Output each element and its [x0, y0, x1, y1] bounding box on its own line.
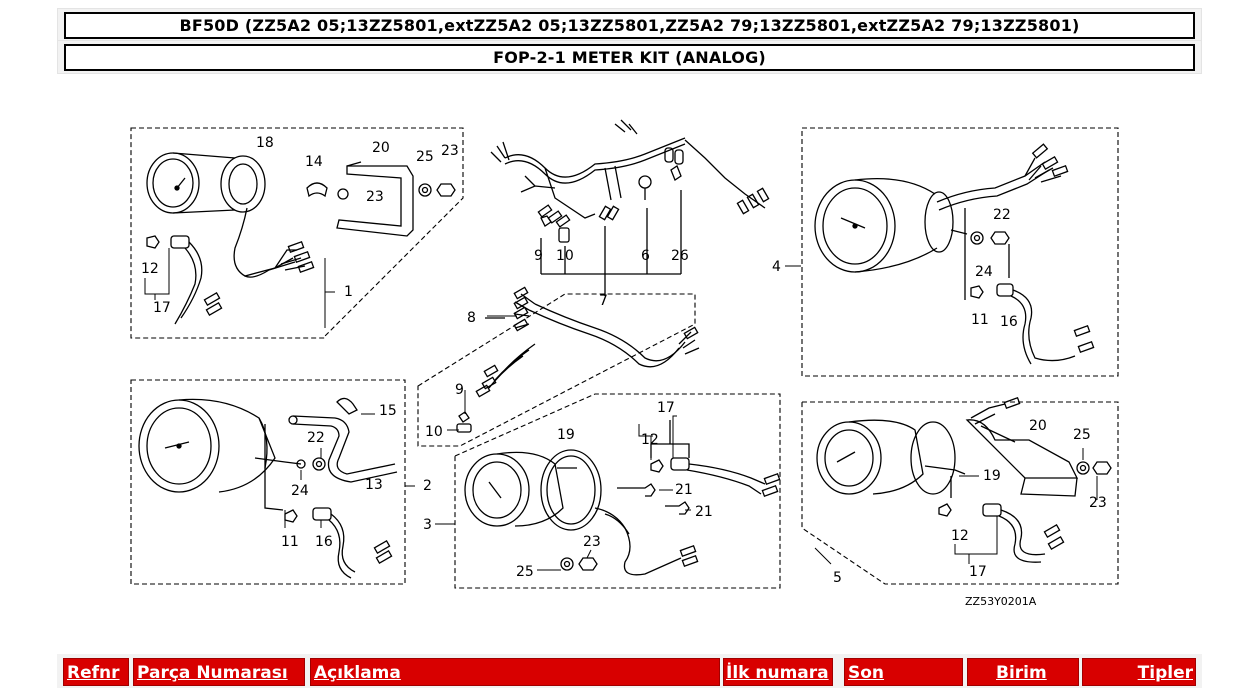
column-last-link[interactable]: Son: [848, 663, 885, 683]
callout: 15: [379, 403, 397, 419]
callout: 10: [425, 424, 443, 440]
callout: 26: [671, 248, 689, 264]
callout: 21: [695, 504, 713, 520]
model-title-bar: BF50D (ZZ5A2 05;13ZZ5801,extZZ5A2 05;13Z…: [57, 8, 1202, 42]
callout: 7: [599, 293, 608, 309]
callout: 17: [657, 400, 675, 416]
parts-diagram: 18 20 25 23 14 23 12 17 1 9 10 6 26 7 8 …: [130, 119, 1119, 608]
callout: 11: [971, 312, 989, 328]
callout: 12: [641, 432, 659, 448]
column-part-number-link[interactable]: Parça Numarası: [137, 663, 288, 683]
wire-harness-8: [456, 286, 700, 433]
column-part-number[interactable]: Parça Numarası: [133, 658, 305, 686]
column-unit-link[interactable]: Birim: [996, 663, 1047, 683]
callout: 23: [366, 189, 384, 205]
callout: 9: [455, 382, 464, 398]
column-first-number-link[interactable]: İlk numara: [726, 663, 829, 683]
callout: 12: [141, 261, 159, 277]
callout: 19: [557, 427, 575, 443]
column-last[interactable]: Son: [844, 658, 963, 686]
callout: 8: [467, 310, 476, 326]
callout: 20: [1029, 418, 1047, 434]
column-types[interactable]: Tipler: [1082, 658, 1196, 686]
callout: 23: [1089, 495, 1107, 511]
kit-boxes: [130, 127, 1119, 589]
callout: 6: [641, 248, 650, 264]
callout: 22: [993, 207, 1011, 223]
callout: 25: [416, 149, 434, 165]
callout: 18: [256, 135, 274, 151]
callout: 16: [315, 534, 333, 550]
column-refnr[interactable]: Refnr: [63, 658, 129, 686]
callout: 9: [534, 248, 543, 264]
callout: 3: [423, 517, 432, 533]
callout: 1: [344, 284, 353, 300]
meter-kit-4: [814, 143, 1095, 365]
meter-kit-1: [146, 152, 456, 325]
model-title: BF50D (ZZ5A2 05;13ZZ5801,extZZ5A2 05;13Z…: [64, 12, 1195, 39]
callout: 12: [951, 528, 969, 544]
column-refnr-link[interactable]: Refnr: [67, 663, 120, 683]
column-description[interactable]: Açıklama: [310, 658, 720, 686]
section-title-bar: FOP-2-1 METER KIT (ANALOG): [57, 40, 1202, 74]
meter-kit-2: [138, 397, 398, 579]
diagram-code: ZZ53Y0201A: [965, 595, 1037, 608]
column-first-number[interactable]: İlk numara: [723, 658, 833, 686]
callout: 17: [969, 564, 987, 580]
callout: 25: [1073, 427, 1091, 443]
column-types-link[interactable]: Tipler: [1137, 663, 1193, 683]
column-description-link[interactable]: Açıklama: [314, 663, 401, 683]
callout: 11: [281, 534, 299, 550]
callout: 20: [372, 140, 390, 156]
column-unit[interactable]: Birim: [967, 658, 1079, 686]
section-title: FOP-2-1 METER KIT (ANALOG): [64, 44, 1195, 71]
callout: 25: [516, 564, 534, 580]
callout: 19: [983, 468, 1001, 484]
parts-table-header: Refnr Parça Numarası Açıklama İlk numara…: [57, 654, 1202, 688]
callout: 23: [441, 143, 459, 159]
callout: 14: [305, 154, 323, 170]
leader-lines: [144, 248, 1098, 571]
callout-labels: 18 20 25 23 14 23 12 17 1 9 10 6 26 7 8 …: [141, 135, 1107, 608]
callout: 10: [556, 248, 574, 264]
callout: 4: [772, 259, 781, 275]
callout: 24: [291, 483, 309, 499]
callout: 2: [423, 478, 432, 494]
meter-kit-5: [816, 396, 1112, 563]
callout: 21: [675, 482, 693, 498]
callout: 16: [1000, 314, 1018, 330]
callout: 23: [583, 534, 601, 550]
callout: 22: [307, 430, 325, 446]
wire-harness-7: [490, 119, 770, 296]
callout: 5: [833, 570, 842, 586]
callout: 13: [365, 477, 383, 493]
callout: 24: [975, 264, 993, 280]
meter-kit-3: [464, 420, 781, 576]
callout: 17: [153, 300, 171, 316]
